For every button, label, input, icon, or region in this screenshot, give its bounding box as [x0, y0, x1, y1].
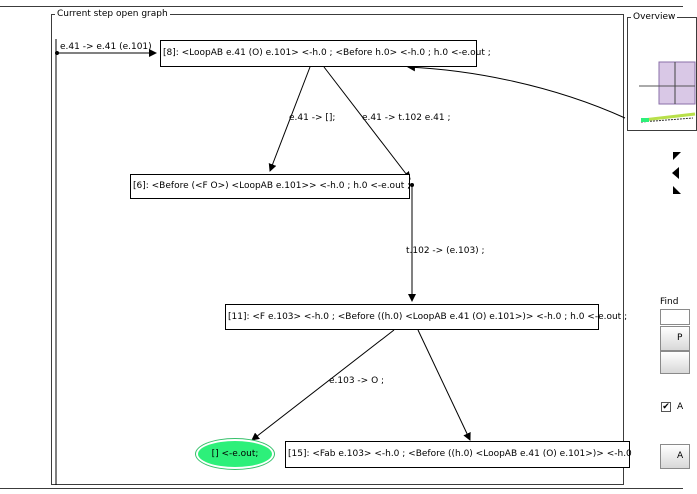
edge-8-to-junction: [323, 66, 411, 180]
overview-minimap[interactable]: [635, 32, 696, 130]
find-label: Find: [660, 297, 679, 307]
top-separator: [0, 6, 683, 7]
apply-button[interactable]: A: [660, 444, 690, 469]
graph-edges: [55, 39, 626, 485]
edge-label-t102: t.102 -> (e.103) ;: [406, 246, 485, 256]
nav-top-left-arrow-icon[interactable]: [673, 152, 681, 160]
overview-panel: [627, 17, 697, 131]
find-button[interactable]: P: [660, 326, 690, 351]
node-8[interactable]: [8]: <LoopAB e.41 (O) e.101> <-h.0 ; <Be…: [160, 40, 491, 67]
secondary-button[interactable]: [660, 351, 690, 374]
edge-loop-dot: [55, 51, 59, 55]
edge-label-e103: e.103 -> O ;: [329, 376, 385, 386]
edge-11-to-15: [417, 329, 471, 441]
bottom-separator: [0, 488, 683, 489]
option-checkbox[interactable]: ✔: [661, 402, 671, 412]
current-step-graph-panel: [8]: <LoopAB e.41 (O) e.101> <-h.0 ; <Be…: [51, 14, 632, 485]
edge-8-to-6: [268, 66, 311, 172]
nav-bottom-left-arrow-icon[interactable]: [673, 186, 681, 194]
edge-11-to-final: [251, 329, 395, 441]
nav-left-arrow-icon[interactable]: [672, 167, 679, 179]
node-6[interactable]: [6]: <Before (<F O>) <LoopAB e.101>> <-h…: [130, 174, 410, 199]
graph-panel-title: Current step open graph: [55, 9, 170, 19]
option-checkbox-label: A: [677, 402, 684, 412]
edge-from-right: [407, 63, 626, 119]
edge-label-to6: e.41 -> [];: [289, 113, 336, 123]
overview-panel-title: Overview: [631, 12, 678, 22]
final-node[interactable]: [] <-e.out;: [196, 439, 274, 469]
node-15[interactable]: [15]: <Fab e.103> <-h.0 ; <Before ((h.0)…: [285, 441, 632, 468]
find-input[interactable]: [660, 309, 690, 325]
node-11[interactable]: [11]: <F e.103> <-h.0 ; <Before ((h.0) <…: [225, 304, 627, 330]
edge-label-loop: e.41 -> e.41 (e.101): [60, 42, 152, 52]
edge-label-to11: e.41 -> t.102 e.41 ;: [362, 113, 451, 123]
